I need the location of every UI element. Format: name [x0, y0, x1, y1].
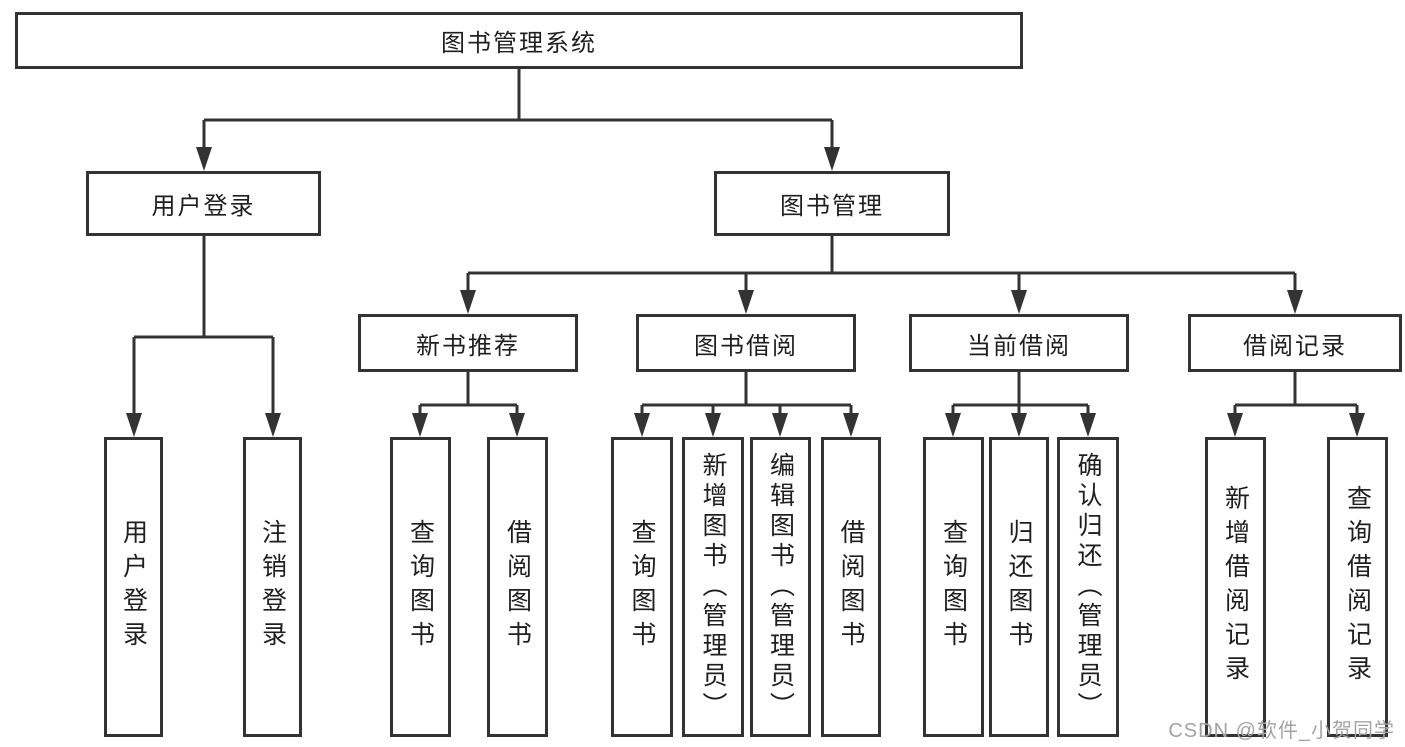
connector-new-book-recommend-children: [418, 372, 519, 416]
leaf-query-borrow-record-label: 查询借阅记录: [1343, 485, 1372, 689]
node-root-box: 图书管理系统: [15, 12, 1023, 69]
leaf-borrow-books-borrowing-box: 借阅图书: [821, 437, 881, 737]
leaf-logout-box: 注销登录: [243, 437, 302, 737]
node-new-book-recommend-label: 新书推荐: [416, 332, 520, 360]
leaf-query-books-current-label: 查询图书: [939, 519, 968, 655]
leaf-query-books-borrowing-label: 查询图书: [628, 519, 656, 655]
leaf-add-books-admin-box: 新增图书（管理员）: [682, 437, 744, 737]
leaf-add-borrow-record-label: 新增借阅记录: [1221, 485, 1250, 689]
leaf-borrow-books-borrowing-label: 借阅图书: [837, 519, 865, 655]
node-book-borrowing-box: 图书借阅: [636, 314, 856, 372]
node-borrowing-records-box: 借阅记录: [1188, 314, 1402, 372]
leaf-user-login-label: 用户登录: [119, 519, 148, 655]
connector-book-borrowing-children: [640, 372, 853, 416]
node-root-label: 图书管理系统: [441, 30, 597, 57]
leaf-query-books-recommend-box: 查询图书: [390, 437, 451, 737]
leaf-query-books-current-box: 查询图书: [923, 437, 984, 737]
leaf-confirm-return-admin-box: 确认归还（管理员）: [1057, 437, 1119, 737]
arrowheads-root-to-level2: [196, 147, 840, 171]
leaf-logout-label: 注销登录: [258, 519, 287, 655]
leaf-query-books-recommend-label: 查询图书: [406, 519, 435, 655]
leaf-return-books-label: 归还图书: [1005, 519, 1033, 655]
node-borrowing-records-label: 借阅记录: [1243, 332, 1347, 360]
watermark-text: CSDN @软件_小贺同学: [1168, 720, 1395, 742]
arrowheads-book-management-children: [460, 290, 1303, 314]
leaf-borrow-books-recommend-box: 借阅图书: [487, 437, 548, 737]
connector-current-borrowing-children: [951, 372, 1090, 416]
leaf-edit-books-admin-box: 编辑图书（管理员）: [750, 437, 811, 737]
leaf-return-books-box: 归还图书: [989, 437, 1049, 737]
arrowheads-book-borrowing-children: [634, 413, 859, 437]
leaf-query-books-borrowing-box: 查询图书: [611, 437, 673, 737]
node-user-login-box: 用户登录: [86, 171, 321, 236]
leaf-confirm-return-admin-label: 确认归还（管理员）: [1074, 452, 1102, 722]
arrowheads-user-login-children: [126, 413, 281, 437]
connector-root-to-level2: [202, 69, 834, 150]
arrowheads-borrowing-records-children: [1227, 413, 1365, 437]
leaf-query-borrow-record-box: 查询借阅记录: [1327, 437, 1388, 737]
leaf-edit-books-admin-label: 编辑图书（管理员）: [766, 452, 795, 722]
connector-book-management-children: [466, 236, 1297, 293]
leaf-borrow-books-recommend-label: 借阅图书: [503, 519, 532, 655]
leaf-add-books-admin-label: 新增图书（管理员）: [699, 452, 727, 722]
arrowheads-current-borrowing-children: [945, 413, 1096, 437]
leaf-add-borrow-record-box: 新增借阅记录: [1205, 437, 1266, 737]
connector-borrowing-records-children: [1233, 372, 1359, 416]
leaf-user-login-box: 用户登录: [104, 437, 163, 737]
node-book-management-box: 图书管理: [714, 171, 950, 236]
node-user-login-label: 用户登录: [151, 193, 256, 220]
node-book-borrowing-label: 图书借阅: [694, 332, 798, 360]
node-current-borrowing-box: 当前借阅: [909, 314, 1129, 372]
connector-user-login-children: [132, 236, 275, 416]
node-book-management-label: 图书管理: [780, 193, 884, 220]
node-current-borrowing-label: 当前借阅: [967, 332, 1071, 360]
arrowheads-new-book-recommend-children: [412, 413, 525, 437]
node-new-book-recommend-box: 新书推荐: [358, 314, 578, 372]
